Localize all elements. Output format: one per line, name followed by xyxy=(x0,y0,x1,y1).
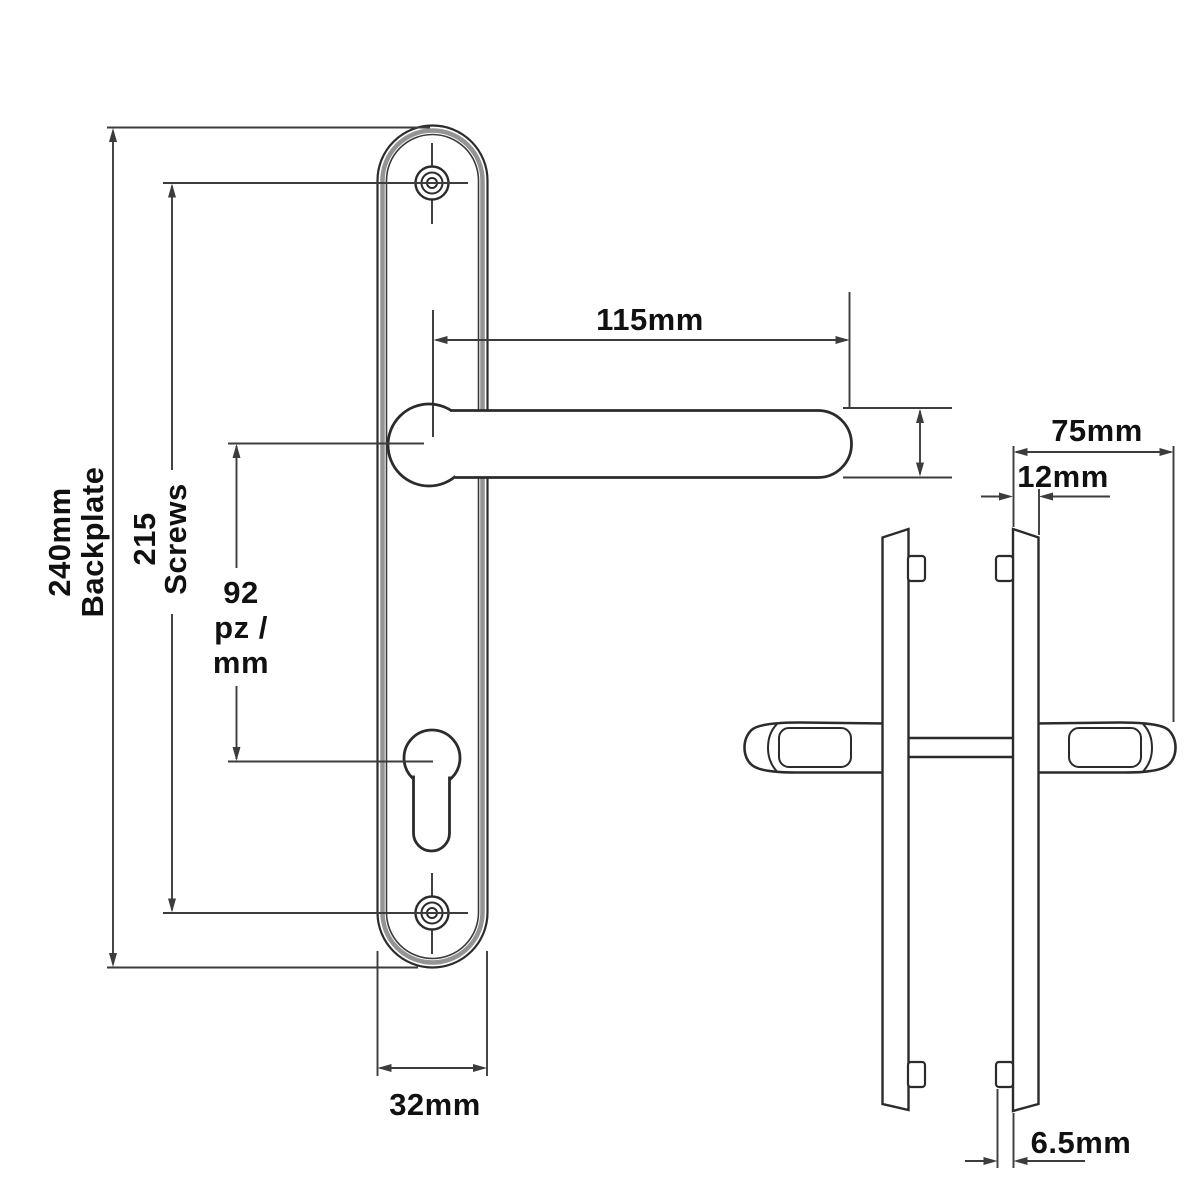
dim-6-5mm xyxy=(965,1089,1085,1168)
backplate-height-word: Backplate xyxy=(75,466,110,618)
backplate-side-left xyxy=(881,527,927,1112)
lever-right-endcap-line xyxy=(1142,723,1154,773)
side-view xyxy=(743,446,1177,1168)
lever-side-left xyxy=(743,721,888,774)
dim-32mm xyxy=(376,951,488,1076)
dim-lever-thickness xyxy=(843,407,952,479)
label-backplate-width: 32mm xyxy=(389,1087,481,1122)
label-handle-projection: 75mm xyxy=(1051,413,1143,448)
backplate-height-value: 240mm xyxy=(42,487,77,597)
backplate-side-right xyxy=(994,527,1040,1113)
pz-centres-unit1: pz / xyxy=(214,610,268,645)
dim-75mm xyxy=(1012,446,1175,722)
dim-115mm xyxy=(433,292,851,408)
front-view xyxy=(107,124,952,1076)
label-backplate-depth: 12mm xyxy=(1017,459,1109,494)
euro-cylinder-cutout-icon xyxy=(402,728,462,853)
fixing-lug-right-bottom xyxy=(994,1060,1015,1089)
lever-left-endcap-line xyxy=(766,723,778,773)
lever-left-grip-line xyxy=(778,727,852,768)
pz-centres-unit2: mm xyxy=(212,645,270,680)
dim-92-pz xyxy=(228,442,433,763)
fixing-lug-left-top xyxy=(906,554,927,583)
pz-centres-value: 92 xyxy=(223,575,259,610)
label-backplate-height: 240mm Backplate xyxy=(42,432,110,652)
dim-12mm xyxy=(981,489,1110,535)
lever-right-grip-line xyxy=(1068,727,1142,768)
label-pz-centres: 92 pz / mm xyxy=(181,575,301,680)
lever-handle-front xyxy=(386,310,853,488)
dim-215-screws xyxy=(163,182,468,914)
fixing-lug-right-top xyxy=(994,554,1015,583)
label-fixing-lug-depth: 6.5mm xyxy=(1030,1125,1132,1160)
spindle xyxy=(905,736,1016,759)
dim-240mm xyxy=(107,126,430,969)
lever-side-right xyxy=(1032,721,1177,774)
label-lever-length: 115mm xyxy=(596,302,704,337)
screw-centres-value: 215 xyxy=(127,512,162,566)
fixing-lug-left-bottom xyxy=(906,1060,927,1089)
